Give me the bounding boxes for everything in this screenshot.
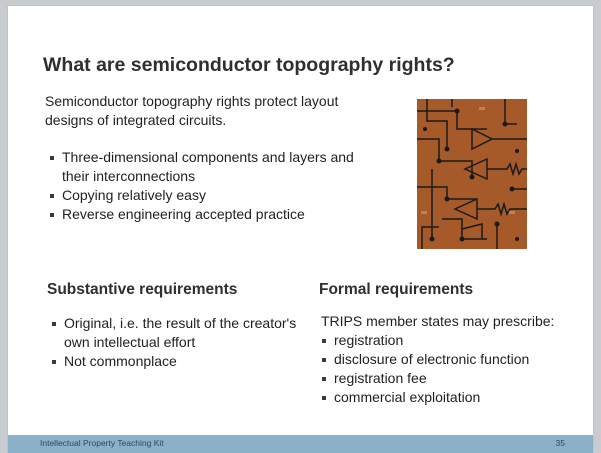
substantive-requirements-heading: Substantive requirements xyxy=(47,281,238,298)
list-item: registration fee xyxy=(321,369,591,388)
list-item: Copying relatively easy xyxy=(49,186,379,205)
slide-footer: Intellectual Property Teaching Kit 35 xyxy=(8,435,593,453)
substantive-bullet-list: Original, i.e. the result of the creator… xyxy=(51,314,306,371)
list-item: disclosure of electronic function xyxy=(321,350,591,369)
formal-bullet-list: registration disclosure of electronic fu… xyxy=(321,331,591,407)
circuit-traces-graphic xyxy=(417,99,527,249)
circuit-board-image xyxy=(417,99,527,249)
list-item: Not commonplace xyxy=(51,352,306,371)
formal-intro-text: TRIPS member states may prescribe: xyxy=(321,313,555,329)
page-number: 35 xyxy=(555,438,565,448)
list-item: registration xyxy=(321,331,591,350)
top-bullet-list: Three-dimensional components and layers … xyxy=(49,148,379,224)
formal-requirements-heading: Formal requirements xyxy=(319,281,474,298)
list-item: Original, i.e. the result of the creator… xyxy=(51,314,306,352)
footer-text: Intellectual Property Teaching Kit xyxy=(40,438,164,448)
list-item: Three-dimensional components and layers … xyxy=(49,148,379,186)
slide: What are semiconductor topography rights… xyxy=(8,6,593,453)
list-item: commercial exploitation xyxy=(321,388,591,407)
list-item: Reverse engineering accepted practice xyxy=(49,205,379,224)
intro-text: Semiconductor topography rights protect … xyxy=(45,93,339,128)
slide-title: What are semiconductor topography rights… xyxy=(43,54,455,76)
